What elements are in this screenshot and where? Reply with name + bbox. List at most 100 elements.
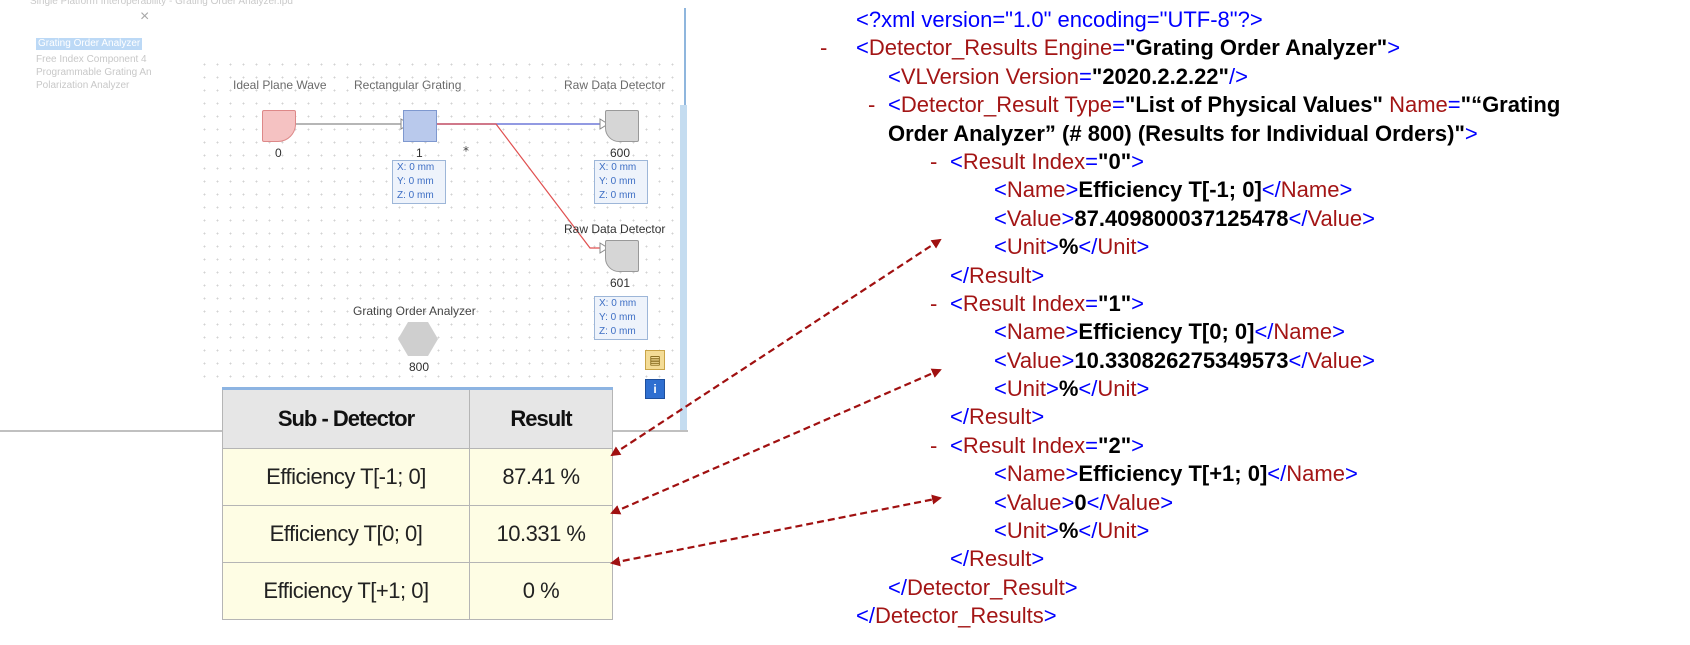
wave-id: 0 [275, 146, 282, 160]
xml-text: % [1058, 376, 1079, 402]
xml-text: % [1058, 234, 1079, 260]
row-value: 0 % [469, 562, 613, 620]
det601-position-box: X: 0 mm Y: 0 mm Z: 0 mm [594, 296, 648, 340]
xml-tag: Unit [1006, 234, 1046, 260]
xml-attr: Name [1389, 92, 1448, 118]
xml-tag: Detector_Result [900, 92, 1059, 118]
xml-text: 87.409800037125478 [1074, 205, 1289, 231]
xml-line: </Result> [950, 262, 1045, 288]
xml-line: <Name>Efficiency T[0; 0]</Name> [994, 319, 1345, 345]
info-icon[interactable]: i [645, 379, 665, 399]
raw-data-detector-601-node[interactable] [605, 240, 639, 272]
xml-tag: Value [1307, 347, 1363, 373]
xml-line: <Unit>%</Unit> [994, 234, 1150, 260]
connector-grating-det601 [437, 123, 603, 249]
xml-attr-value: "“Grating [1460, 92, 1561, 118]
det601-id: 601 [610, 276, 631, 290]
xml-tag: Result [962, 290, 1026, 316]
xml-viewer: <?xml version="1.0" encoding="UTF-8"?> -… [800, 6, 1690, 631]
column-header-sub-detector: Sub - Detector [222, 388, 470, 449]
xml-tag: Value [1006, 489, 1062, 515]
xml-line: <Value>10.330826275349573</Value> [994, 347, 1375, 373]
xml-attr: Index [1031, 148, 1086, 174]
result-table: Sub - Detector Result Efficiency T[-1; 0… [222, 387, 613, 620]
column-header-result: Result [469, 388, 613, 449]
list-item[interactable]: Programmable Grating An [36, 67, 152, 78]
xml-tag: Name [1280, 177, 1340, 203]
xml-line: <Name>Efficiency T[+1; 0]</Name> [994, 461, 1358, 487]
row-value: 87.41 % [469, 448, 613, 506]
det600-id: 600 [610, 146, 631, 160]
coord-y: Y: 0 mm [599, 312, 636, 323]
xml-line: <VLVersion Version="2020.2.2.22"/> [888, 63, 1248, 89]
xml-line: <Unit>%</Unit> [994, 518, 1150, 544]
coord-x: X: 0 mm [599, 162, 637, 173]
document-icon[interactable]: ▤ [645, 350, 665, 370]
connector-arrowhead [599, 242, 609, 254]
ideal-plane-wave-node[interactable] [262, 110, 296, 142]
list-item-selected[interactable]: Grating Order Analyzer [36, 38, 143, 50]
xml-attr: Version [1005, 63, 1080, 89]
det600-label: Raw Data Detector [564, 78, 666, 92]
collapse-toggle[interactable]: - [868, 92, 876, 118]
wave-label: Ideal Plane Wave [233, 78, 327, 92]
coord-y: Y: 0 mm [599, 176, 636, 187]
close-icon[interactable]: × [140, 8, 150, 25]
xml-tag: Unit [1097, 518, 1137, 544]
xml-attr-value: "1" [1098, 290, 1132, 316]
list-item[interactable]: Polarization Analyzer [36, 80, 130, 91]
collapse-toggle[interactable]: - [930, 432, 938, 458]
xml-attr-value-cont: Order Analyzer” (# 800) (Results for Ind… [888, 120, 1465, 146]
xml-text: Efficiency T[-1; 0] [1078, 177, 1262, 203]
xml-line: </Result> [950, 404, 1045, 430]
xml-text: 10.330826275349573 [1074, 347, 1289, 373]
xml-line: <?xml version="1.0" encoding="UTF-8"?> [800, 6, 1690, 34]
xml-line: - <Detector_Result Type="List of Physica… [800, 91, 1690, 119]
det600-position-box: X: 0 mm Y: 0 mm Z: 0 mm [594, 160, 648, 204]
xml-attr: Index [1031, 290, 1086, 316]
xml-line: <Value>0</Value> [994, 489, 1174, 515]
table-row: Efficiency T[+1; 0] 0 % [222, 562, 613, 620]
xml-line: - <Result Index="1"> [800, 290, 1690, 318]
coord-z: Z: 0 mm [599, 326, 636, 337]
xml-attr-value: "Grating Order Analyzer" [1125, 35, 1388, 61]
xml-tag: Name [1273, 319, 1333, 345]
collapse-toggle[interactable]: - [820, 35, 828, 61]
grating-id: 1 [416, 146, 423, 160]
xml-text: Efficiency T[0; 0] [1078, 319, 1255, 345]
raw-data-detector-600-node[interactable] [605, 110, 639, 142]
xml-attr: Index [1031, 432, 1086, 458]
xml-tag: Detector_Results [874, 603, 1044, 629]
xml-declaration: <?xml version="1.0" encoding="UTF-8"?> [856, 7, 1263, 32]
xml-tag: Value [1105, 489, 1161, 515]
rectangular-grating-node[interactable] [403, 110, 437, 142]
row-value: 10.331 % [469, 505, 613, 563]
xml-tag: Unit [1097, 234, 1137, 260]
xml-tag: Value [1006, 347, 1062, 373]
xml-line: <Unit>%</Unit> [994, 376, 1150, 402]
xml-attr-value: "2020.2.2.22" [1091, 63, 1229, 89]
xml-line: <Value>87.409800037125478</Value> [994, 205, 1375, 231]
det601-label: Raw Data Detector [564, 222, 666, 236]
collapse-toggle[interactable]: - [930, 290, 938, 316]
xml-tag: VLVersion [900, 63, 1000, 89]
xml-line: </Result> [950, 546, 1045, 572]
xml-tag: Result [968, 262, 1032, 288]
row-name: Efficiency T[0; 0] [222, 505, 470, 563]
component-list: Grating Order Analyzer Free Index Compon… [36, 38, 166, 93]
coord-x: X: 0 mm [397, 162, 435, 173]
xml-tag: Name [1286, 461, 1345, 487]
grating-label: Rectangular Grating [354, 78, 462, 92]
position-cursor-icon: * [463, 144, 469, 158]
analyzer-label: Grating Order Analyzer [353, 304, 476, 318]
xml-line: <Name>Efficiency T[-1; 0]</Name> [994, 177, 1353, 203]
xml-text: % [1058, 518, 1079, 544]
collapse-toggle[interactable]: - [930, 148, 938, 174]
xml-tag: Result [962, 148, 1026, 174]
row-name: Efficiency T[+1; 0] [222, 562, 470, 620]
xml-line: </Detector_Results> [856, 603, 1057, 629]
coord-x: X: 0 mm [599, 298, 637, 309]
list-item[interactable]: Free Index Component 4 [36, 54, 147, 65]
connection-lines: * [296, 118, 609, 254]
xml-tag: Name [1006, 461, 1066, 487]
